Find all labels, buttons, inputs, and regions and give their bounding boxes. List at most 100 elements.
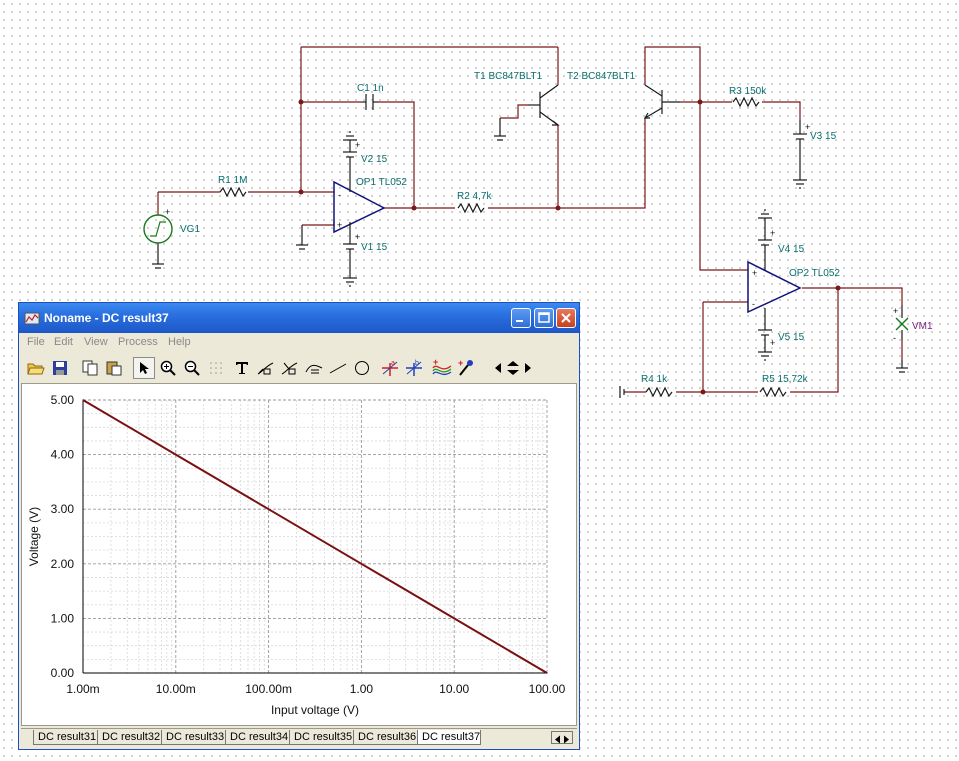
cursor-a-icon[interactable]: a bbox=[379, 357, 401, 379]
y-tick-label: 3.00 bbox=[51, 502, 75, 516]
menu-help[interactable]: Help bbox=[168, 336, 191, 348]
x-tick-label: 10.00m bbox=[156, 682, 196, 696]
svg-text:+: + bbox=[458, 359, 463, 368]
battery-v3[interactable] bbox=[793, 120, 807, 189]
save-icon[interactable] bbox=[49, 357, 71, 379]
tab-dc-result32[interactable]: DC result32 bbox=[97, 730, 163, 745]
menu-edit[interactable]: Edit bbox=[54, 336, 73, 348]
svg-text:+: + bbox=[355, 140, 360, 150]
close-icon bbox=[561, 313, 571, 323]
dc-result-window[interactable]: Noname - DC result37 File Edit View Proc… bbox=[18, 302, 580, 750]
transistor-t1[interactable] bbox=[528, 84, 560, 126]
data-point bbox=[82, 399, 84, 401]
resistor-r2[interactable] bbox=[457, 202, 485, 214]
title-bar[interactable]: Noname - DC result37 bbox=[19, 303, 579, 333]
label-t2: T2 BC847BLT1 bbox=[567, 71, 636, 82]
label-v2: V2 15 bbox=[361, 154, 388, 165]
capacitor-c1[interactable] bbox=[362, 94, 378, 110]
app-icon bbox=[24, 312, 40, 325]
x-tick-label: 100.00 bbox=[529, 682, 566, 696]
probe-icon[interactable]: + bbox=[455, 357, 477, 379]
svg-text:a: a bbox=[391, 360, 395, 367]
opamp-op2[interactable]: + - bbox=[747, 258, 802, 322]
x-axis-label: Input voltage (V) bbox=[271, 703, 359, 717]
resistor-r1[interactable] bbox=[219, 186, 247, 198]
menu-file[interactable]: File bbox=[27, 336, 45, 348]
menu-process[interactable]: Process bbox=[118, 336, 158, 348]
cursor-b-icon[interactable]: b bbox=[403, 357, 425, 379]
data-point bbox=[175, 454, 177, 456]
tab-dc-result33[interactable]: DC result33 bbox=[161, 730, 227, 745]
battery-v5[interactable] bbox=[758, 322, 772, 361]
zoom-in-icon[interactable] bbox=[157, 357, 179, 379]
paste-icon[interactable] bbox=[103, 357, 125, 379]
battery-v1[interactable] bbox=[343, 238, 357, 287]
tab-dc-result36[interactable]: DC result36 bbox=[353, 730, 419, 745]
label-v4: V4 15 bbox=[778, 244, 805, 255]
label-r3: R3 150k bbox=[729, 86, 767, 97]
label-op2: OP2 TL052 bbox=[789, 268, 840, 279]
polarity-marks: + + + + + + + - bbox=[165, 122, 898, 348]
label-r5: R5 15,72k bbox=[762, 374, 809, 385]
label-t1: T1 BC847BLT1 bbox=[474, 71, 543, 82]
y-tick-label: 0.00 bbox=[51, 666, 75, 680]
arrow-label-icon[interactable] bbox=[255, 357, 277, 379]
curves-icon[interactable]: + bbox=[431, 357, 453, 379]
tab-dc-result31[interactable]: DC result31 bbox=[33, 730, 99, 745]
copy-icon[interactable] bbox=[79, 357, 101, 379]
svg-text:+: + bbox=[355, 232, 360, 242]
x-tick-label: 100.00m bbox=[245, 682, 292, 696]
text-icon[interactable] bbox=[231, 357, 253, 379]
data-point bbox=[360, 563, 362, 565]
zoom-out-icon[interactable] bbox=[181, 357, 203, 379]
series-line[interactable] bbox=[82, 399, 548, 674]
curve-label-icon[interactable] bbox=[279, 357, 301, 379]
y-tick-label: 2.00 bbox=[51, 557, 75, 571]
tab-dc-result34[interactable]: DC result34 bbox=[225, 730, 291, 745]
svg-text:+: + bbox=[805, 122, 810, 132]
battery-v4[interactable] bbox=[758, 209, 772, 258]
y-tick-label: 1.00 bbox=[51, 611, 75, 625]
minimize-icon bbox=[516, 320, 523, 322]
data-point bbox=[546, 672, 548, 674]
svg-text:-: - bbox=[338, 190, 341, 200]
grid-icon[interactable] bbox=[205, 357, 227, 379]
tab-scroll-buttons[interactable] bbox=[551, 731, 573, 744]
voltmeter-vm1[interactable] bbox=[895, 305, 909, 340]
battery-v2[interactable] bbox=[343, 131, 357, 175]
svg-text:+: + bbox=[337, 220, 342, 230]
close-button[interactable] bbox=[556, 308, 576, 328]
label-r4: R4 1k bbox=[641, 374, 668, 385]
open-icon[interactable] bbox=[25, 357, 47, 379]
junction-dots bbox=[298, 99, 841, 395]
svg-text:+: + bbox=[165, 207, 170, 217]
resistor-r3[interactable] bbox=[732, 96, 760, 108]
scroll-arrows-icon[interactable] bbox=[489, 357, 537, 379]
label-r1: R1 1M bbox=[218, 175, 247, 186]
maximize-button[interactable] bbox=[534, 308, 554, 328]
line-icon[interactable] bbox=[327, 357, 349, 379]
transistor-t2[interactable] bbox=[643, 84, 680, 119]
data-point bbox=[268, 508, 270, 510]
voltage-generator-vg1[interactable] bbox=[143, 214, 173, 244]
axis-label-icon[interactable] bbox=[303, 357, 325, 379]
label-v5: V5 15 bbox=[778, 332, 805, 343]
minimize-button[interactable] bbox=[511, 308, 531, 328]
opamp-op1[interactable]: - + bbox=[333, 175, 386, 238]
tab-dc-result37[interactable]: DC result37 bbox=[417, 730, 481, 745]
circle-icon[interactable] bbox=[351, 357, 373, 379]
x-tick-label: 1.00m bbox=[66, 682, 99, 696]
label-v1: V1 15 bbox=[361, 242, 388, 253]
resistor-r4[interactable] bbox=[645, 386, 673, 398]
menu-view[interactable]: View bbox=[84, 336, 108, 348]
tab-dc-result35[interactable]: DC result35 bbox=[289, 730, 355, 745]
svg-text:+: + bbox=[893, 306, 898, 316]
menu-bar: File Edit View Process Help bbox=[19, 333, 579, 353]
resistor-r5[interactable] bbox=[759, 386, 787, 398]
y-axis-label: Voltage (V) bbox=[27, 507, 41, 566]
label-op1: OP1 TL052 bbox=[356, 177, 407, 188]
pointer-icon[interactable] bbox=[133, 357, 155, 379]
